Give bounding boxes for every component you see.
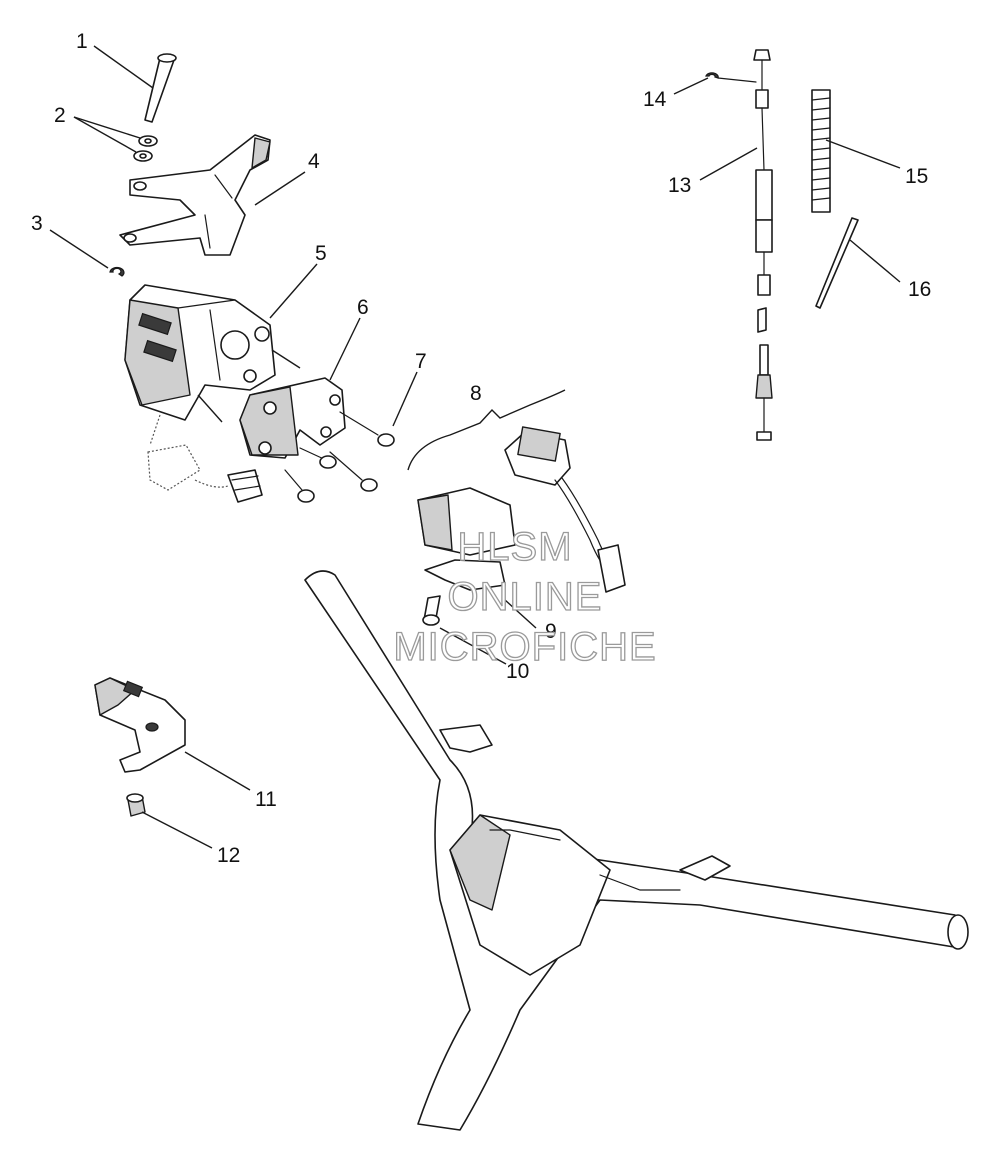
- part-5-switch-housing: [124, 284, 301, 423]
- callout-4: 4: [308, 150, 320, 173]
- callout-15: 15: [905, 165, 928, 188]
- part-10-screw: [422, 595, 441, 626]
- handlebar: [304, 570, 969, 1131]
- part-2-washers: [133, 135, 158, 162]
- callout-11: 11: [255, 788, 277, 811]
- dotted-connector: [147, 414, 263, 503]
- callout-5: 5: [315, 242, 327, 265]
- part-6-clamp: [239, 377, 346, 459]
- callout-8: 8: [470, 382, 482, 405]
- callout-1: 1: [76, 30, 88, 53]
- callout-2: 2: [54, 104, 66, 127]
- part-3-clip: [109, 266, 125, 277]
- part-11-bracket: [94, 677, 186, 773]
- callout-13: 13: [668, 174, 691, 197]
- part-8-switch-assembly: [407, 389, 626, 593]
- callout-10: 10: [506, 660, 529, 683]
- callout-16: 16: [908, 278, 931, 301]
- part-14-clip: [705, 72, 757, 83]
- part-7-screws: [284, 411, 395, 503]
- part-1-pin: [144, 53, 177, 123]
- watermark-line-3: MICROFICHE: [393, 625, 656, 669]
- callout-14: 14: [643, 88, 667, 111]
- watermark-line-2: ONLINE: [448, 575, 603, 619]
- part-12-set-screw: [126, 793, 146, 817]
- watermark: HLSM ONLINE MICROFICHE: [393, 524, 657, 669]
- callout-3: 3: [31, 212, 43, 235]
- part-16-tie-strap: [815, 217, 859, 309]
- callout-labels: 1 2 3 4 5 6 7 8 9 10 11 12 13 14 15 16: [31, 30, 931, 867]
- watermark-line-1: HLSM: [457, 525, 572, 569]
- callout-7: 7: [415, 350, 427, 373]
- part-4-bracket: [119, 134, 271, 256]
- callout-12: 12: [217, 844, 240, 867]
- part-13-cable: [753, 49, 773, 441]
- part-15-spiral-wrap: [811, 89, 831, 213]
- callout-6: 6: [357, 296, 369, 319]
- leader-lines: [49, 45, 901, 849]
- callout-9: 9: [545, 620, 557, 643]
